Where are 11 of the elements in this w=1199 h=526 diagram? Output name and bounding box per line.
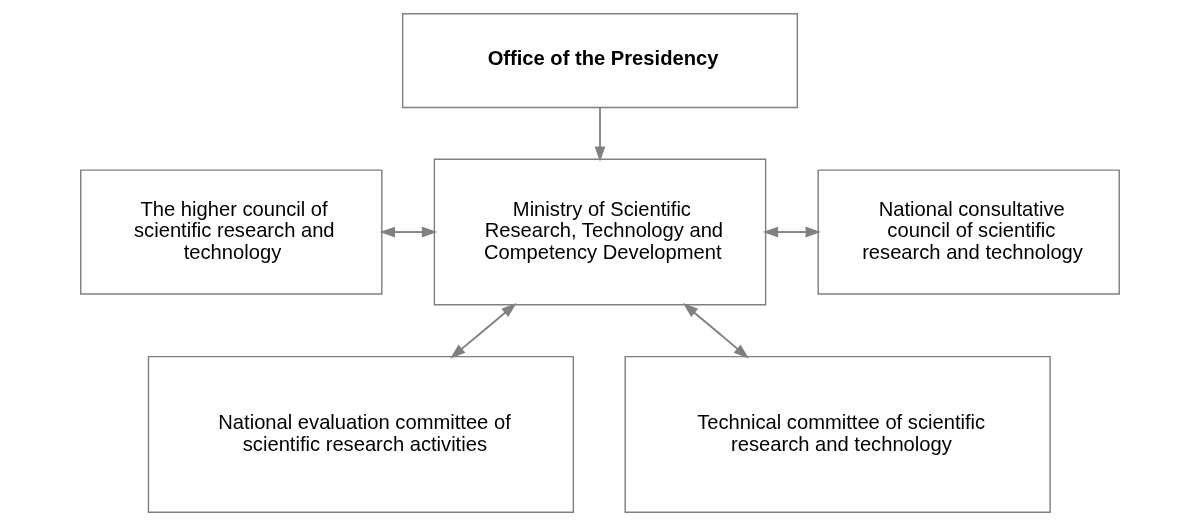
arrow: [379, 226, 437, 238]
arrow: [762, 226, 821, 238]
node-box: National consultative council of scientific research and technology: [817, 169, 1120, 295]
arrow: [449, 303, 517, 359]
arrow: [594, 106, 605, 162]
node-box: National evaluation committee of scientific research activities: [147, 355, 574, 513]
arrow: [682, 303, 749, 359]
node-box: Ministry of Scientific Research, Technology and Competency Development: [433, 158, 766, 306]
node-box: The higher council of scientific research and technology: [79, 169, 382, 295]
node-box: Office of the Presidency: [401, 13, 798, 109]
node-box: Technical committee of scientific research and technology: [624, 355, 1051, 513]
